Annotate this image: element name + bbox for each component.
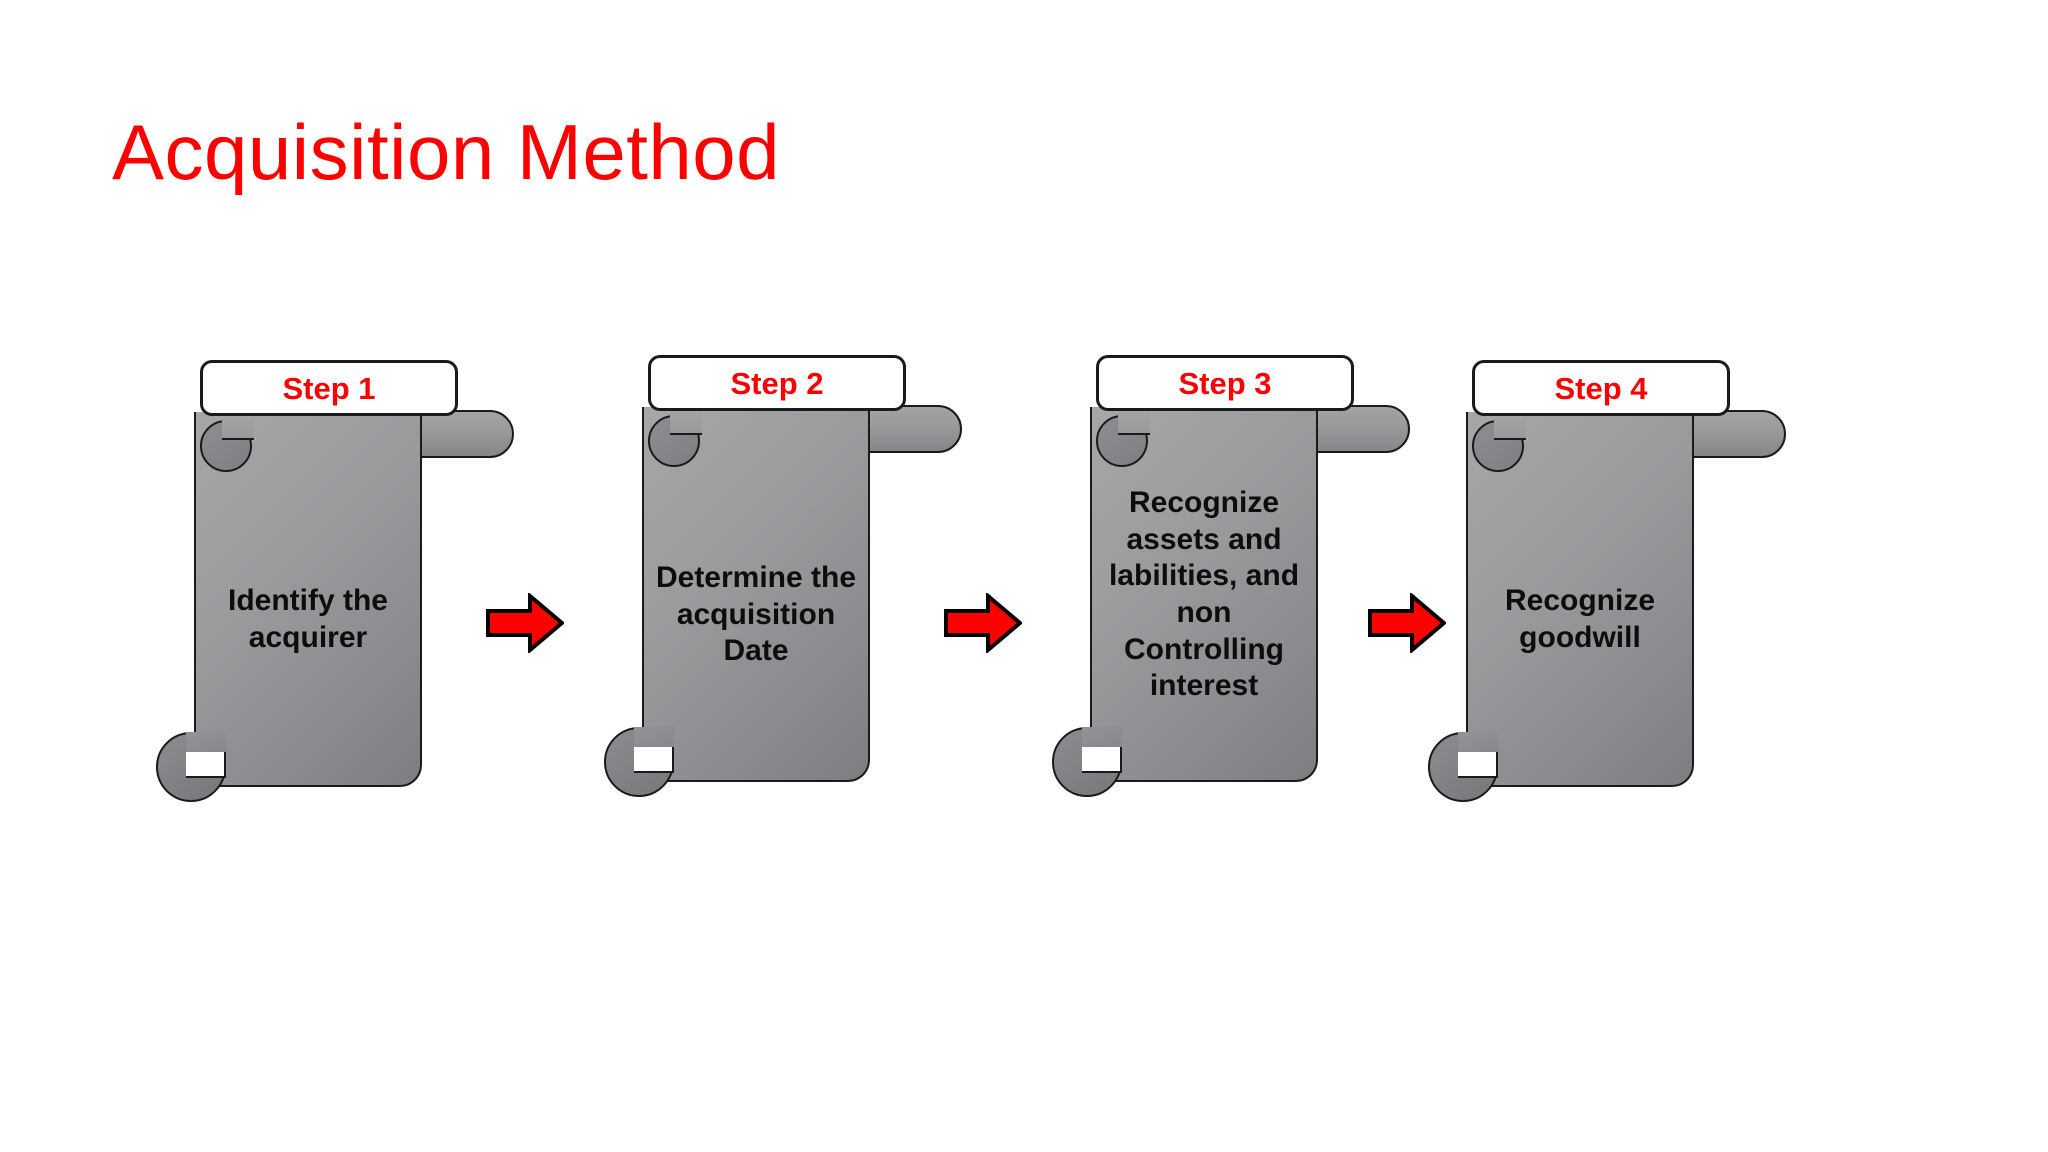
flow-step-1[interactable]: Step 1 Identify the acquirer: [156, 360, 522, 830]
scroll-bottom-curl-notch-1: [186, 752, 226, 778]
scroll-top-curl-cut-4: [1494, 416, 1526, 440]
right-arrow-icon-3: [1368, 593, 1446, 653]
step-label-box-1: Step 1: [200, 360, 458, 416]
right-arrow-icon-2: [944, 593, 1022, 653]
step-label-text-1: Step 1: [282, 370, 376, 406]
step-label-box-3: Step 3: [1096, 355, 1354, 411]
step-label-box-2: Step 2: [648, 355, 906, 411]
scroll-top-curl-cut-1: [222, 416, 254, 440]
scroll-body-3: [1090, 407, 1318, 782]
flow-step-3[interactable]: Step 3 Recognize assets and labilities, …: [1052, 355, 1418, 825]
scroll-body-4: [1466, 412, 1694, 787]
flow-step-4[interactable]: Step 4 Recognize goodwill: [1428, 360, 1794, 830]
step-label-text-3: Step 3: [1178, 365, 1272, 401]
scroll-body-2: [642, 407, 870, 782]
right-arrow-icon-1: [486, 593, 564, 653]
scroll-top-curl-cut-2: [670, 411, 702, 435]
page-title: Acquisition Method: [112, 108, 781, 197]
scroll-bottom-curl-notch-2: [634, 747, 674, 773]
step-label-text-2: Step 2: [730, 365, 824, 401]
scroll-top-curl-cut-3: [1118, 411, 1150, 435]
flow-step-2[interactable]: Step 2 Determine the acquisition Date: [604, 355, 970, 825]
scroll-bottom-curl-notch-4: [1458, 752, 1498, 778]
scroll-body-1: [194, 412, 422, 787]
scroll-bottom-curl-notch-3: [1082, 747, 1122, 773]
step-label-text-4: Step 4: [1554, 370, 1648, 406]
step-label-box-4: Step 4: [1472, 360, 1730, 416]
